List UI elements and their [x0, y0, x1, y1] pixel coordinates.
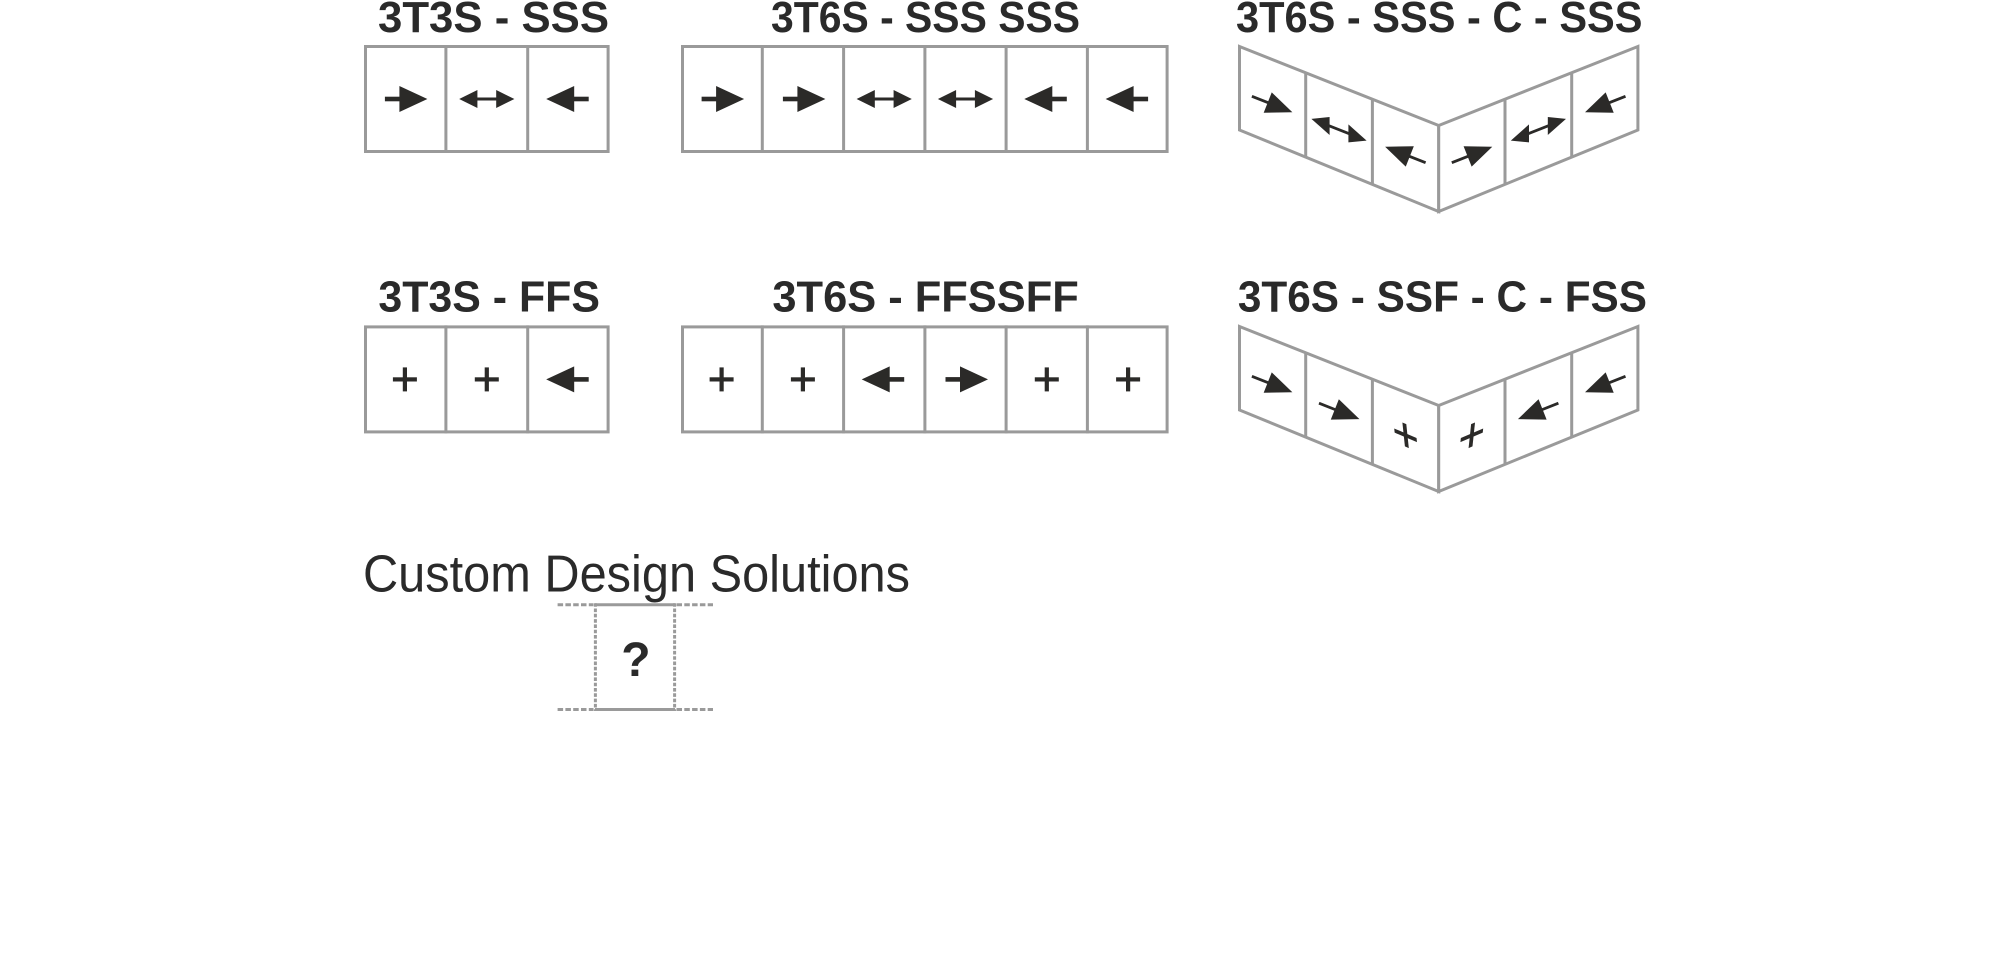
svg-text:3T6S - SSS - C - SSS: 3T6S - SSS - C - SSS: [1236, 0, 1643, 42]
svg-text:3T3S - SSS: 3T3S - SSS: [378, 0, 609, 42]
svg-text:3T6S - SSS SSS: 3T6S - SSS SSS: [771, 0, 1080, 42]
svg-text:Custom Design Solutions: Custom Design Solutions: [363, 546, 910, 604]
svg-text:3T6S - FFSSFF: 3T6S - FFSSFF: [772, 274, 1078, 322]
svg-text:3T6S - SSF - C - FSS: 3T6S - SSF - C - FSS: [1238, 274, 1647, 322]
svg-text:3T3S - FFS: 3T3S - FFS: [378, 274, 600, 322]
svg-text:?: ?: [621, 634, 650, 687]
